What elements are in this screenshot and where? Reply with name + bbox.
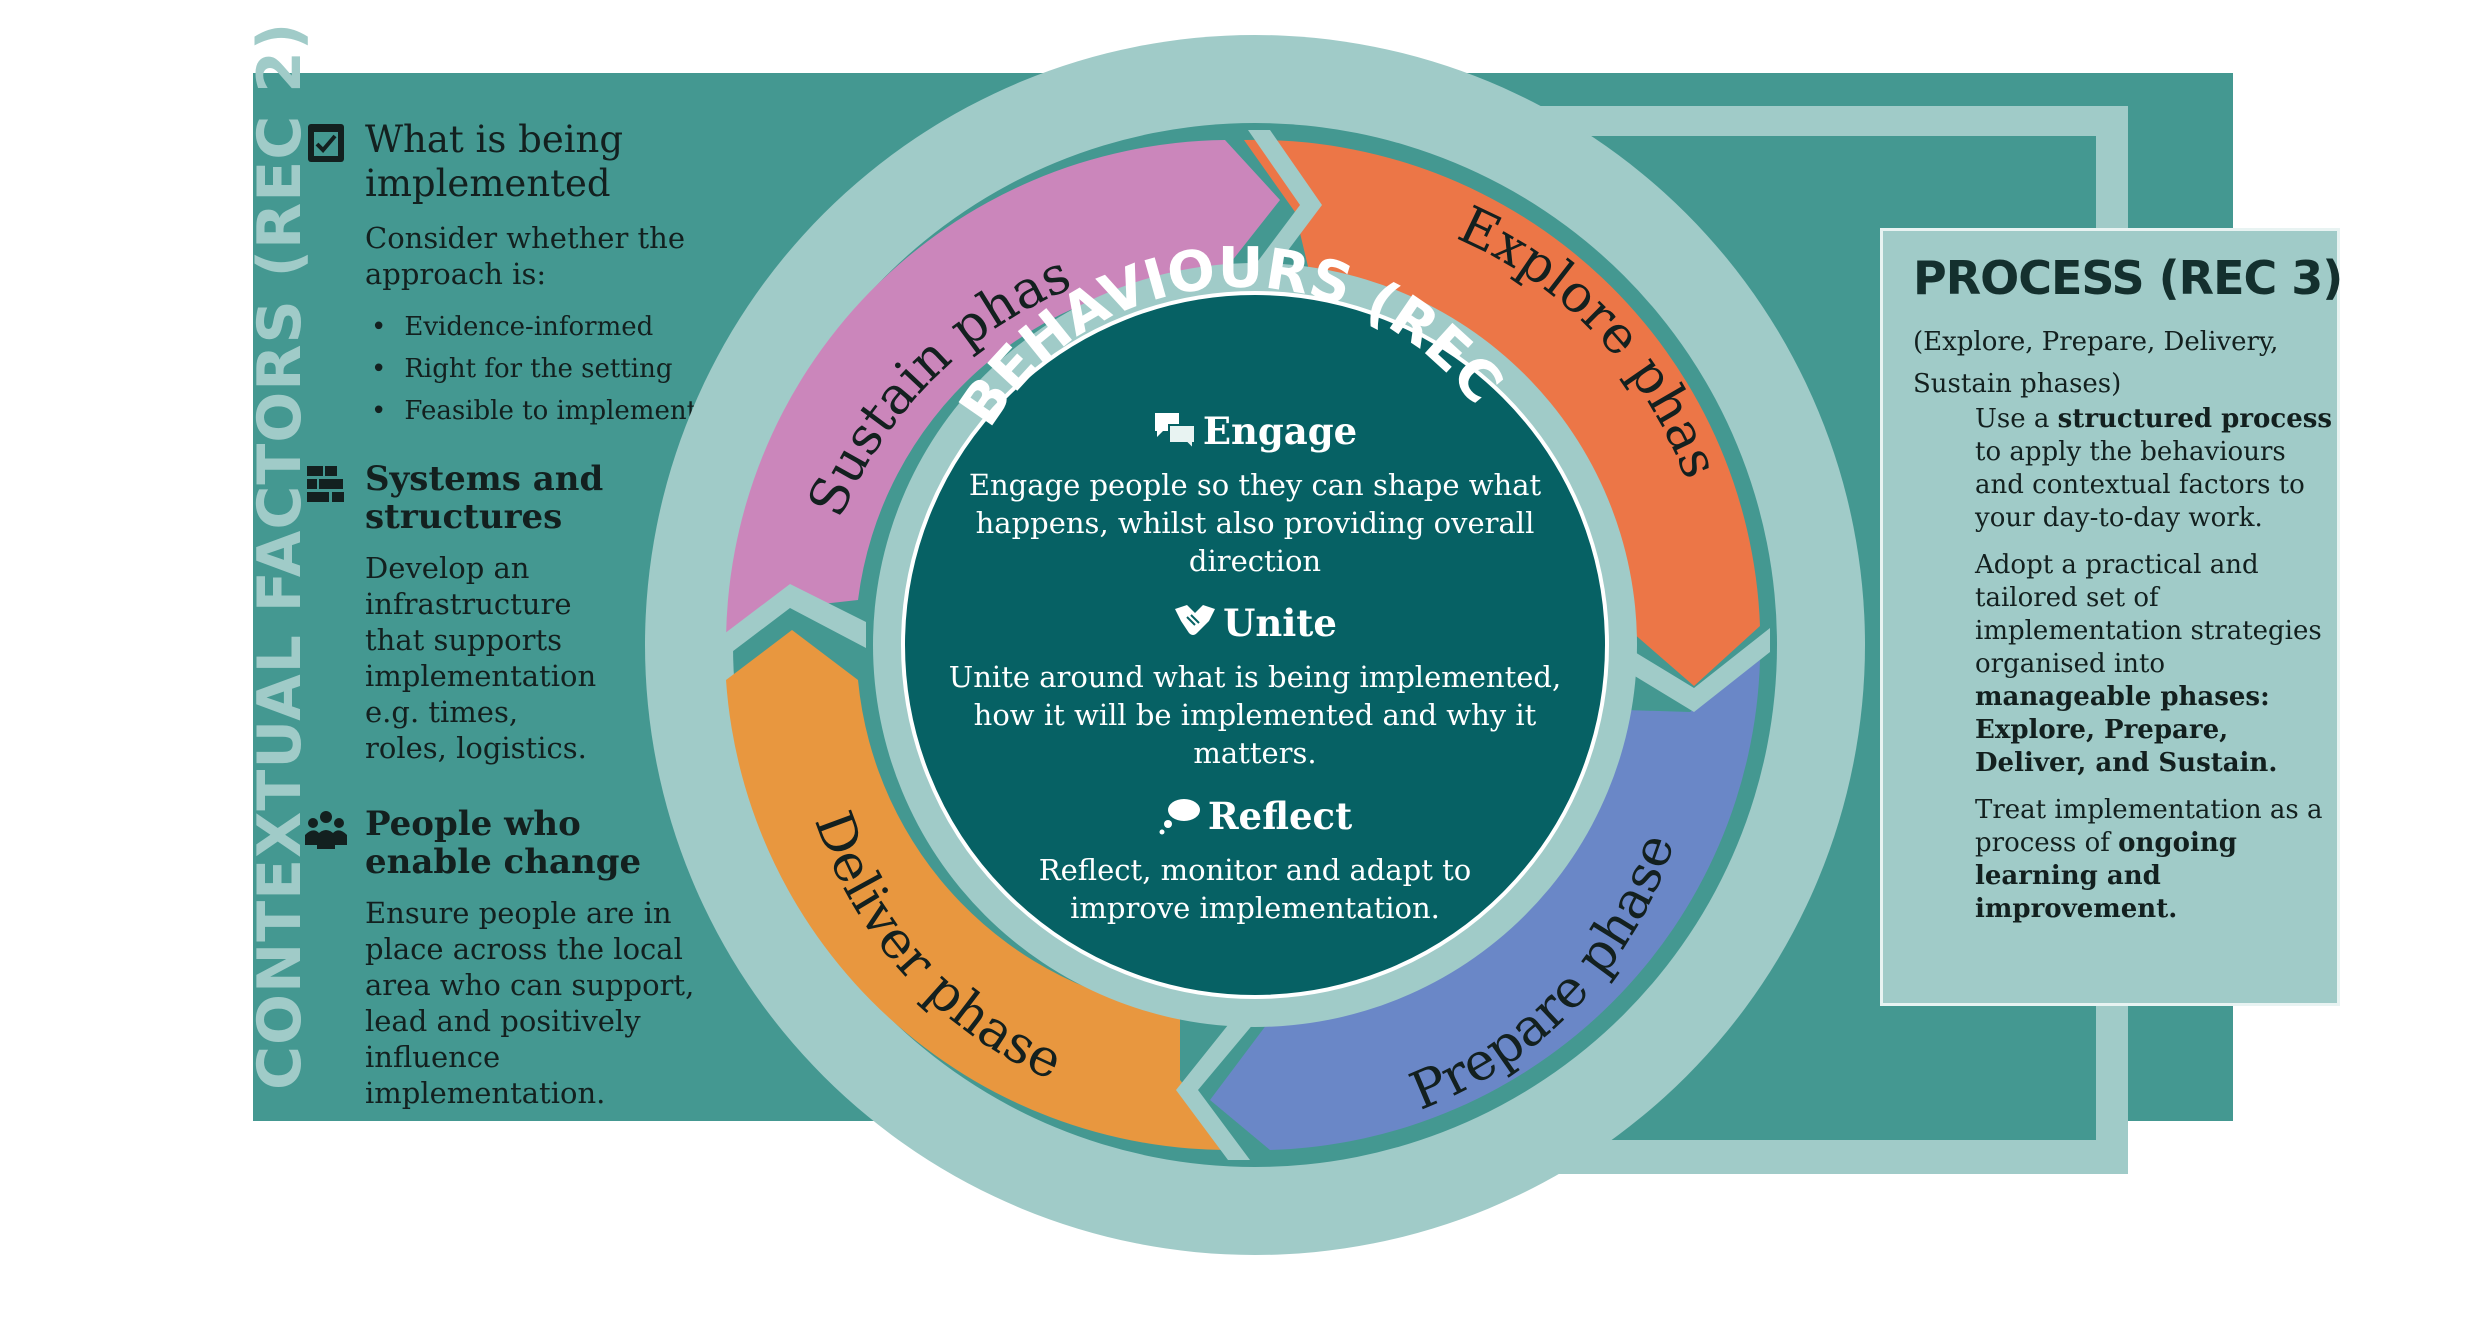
ctx-block-systems: Systems and structures Develop an infras… — [305, 460, 665, 766]
ctx-heading: Systems and structures — [365, 459, 604, 537]
process-title: PROCESS (REC 3) — [1913, 251, 2343, 305]
behaviours-centre — [901, 291, 1609, 999]
process-item-emphasis: ongoing learning and improvement. — [1975, 828, 2237, 924]
building-blocks-icon — [307, 466, 344, 502]
ctx-body: Ensure people are in place across the lo… — [365, 896, 695, 1110]
process-item: Treat implementation as a process of ong… — [1975, 794, 2335, 926]
prepare-phase-arrow — [1210, 660, 1760, 1150]
thought-cloud-icon — [1159, 799, 1200, 835]
ctx-bullet-list: Evidence-informed Right for the setting … — [365, 306, 705, 432]
process-item-text: Treat implementation as a process of — [1975, 795, 2323, 858]
behaviour-engage: Engage Engage people so they can shape w… — [950, 408, 1560, 580]
explore-phase-arrow — [1244, 139, 1760, 687]
behaviour-body: Unite around what is being implemented, … — [948, 660, 1562, 770]
phase-divider — [1176, 1010, 1265, 1160]
speech-bubbles-icon — [1154, 413, 1196, 451]
phase-divider — [716, 584, 866, 664]
process-subtitle: (Explore, Prepare, Delivery, Sustain pha… — [1913, 327, 2279, 399]
behaviour-unite: Unite Unite around what is being impleme… — [945, 600, 1565, 772]
phase-divider — [1240, 130, 1322, 285]
ctx-body: Consider whether the approach is: — [365, 221, 686, 291]
behaviour-label: Engage — [1202, 409, 1358, 453]
ctx-bullet: Feasible to implement. — [365, 390, 705, 432]
process-item: Adopt a practical and tailored set of im… — [1975, 549, 2335, 780]
ctx-bullet: Right for the setting — [365, 348, 705, 390]
behaviour-body: Reflect, monitor and adapt to improve im… — [1038, 853, 1472, 925]
handshake-icon — [1175, 605, 1216, 635]
ctx-block-what-implemented: What is being implemented Consider wheth… — [305, 118, 705, 432]
phase-divider — [1615, 628, 1770, 712]
behaviour-body: Engage people so they can shape what hap… — [968, 468, 1542, 578]
ctx-heading: People who enable change — [365, 804, 642, 882]
ctx-body: Develop an infrastructure that supports … — [365, 551, 597, 765]
ctx-block-people: People who enable change Ensure people a… — [305, 805, 745, 1111]
behaviour-label: Unite — [1223, 601, 1337, 645]
process-item-emphasis: manageable phases: Explore, Prepare, Del… — [1975, 682, 2278, 778]
deliver-phase-arrow — [726, 630, 1238, 1151]
document-tick-icon — [308, 124, 344, 162]
process-box: PROCESS (REC 3) (Explore, Prepare, Deliv… — [1880, 228, 2343, 1006]
ctx-heading: What is being implemented — [365, 118, 624, 205]
ctx-bullet: Evidence-informed — [365, 306, 705, 348]
process-item-text: to apply the behaviours and contextual f… — [1975, 437, 2305, 533]
behaviour-reflect: Reflect Reflect, monitor and adapt to im… — [980, 793, 1530, 927]
sustain-phase-arrow — [725, 140, 1280, 650]
process-item-emphasis: structured process — [2057, 404, 2333, 434]
process-items: Use a structured process to apply the be… — [1975, 403, 2335, 940]
process-item-text: Adopt a practical and tailored set of im… — [1975, 550, 2322, 679]
people-group-icon — [305, 811, 347, 849]
behaviour-label: Reflect — [1207, 794, 1353, 838]
process-item-text: Use a — [1975, 404, 2058, 434]
process-item: Use a structured process to apply the be… — [1975, 403, 2335, 535]
